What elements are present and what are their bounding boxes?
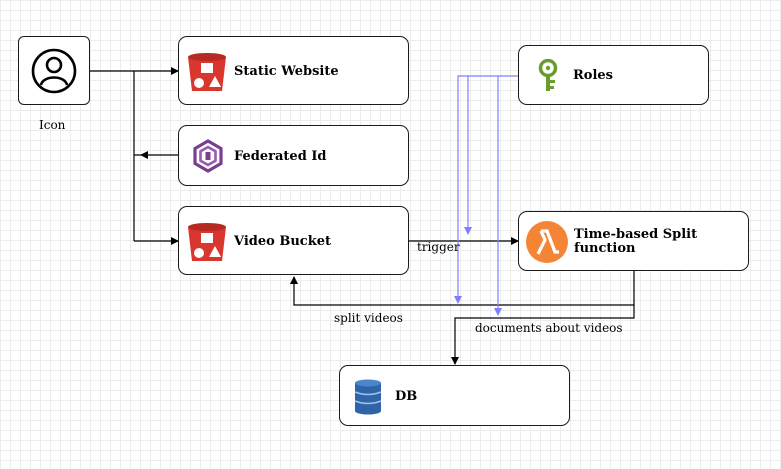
edge-roles-db-link-1 bbox=[454, 75, 468, 304]
edge-roles-split-function bbox=[464, 75, 518, 235]
video-bucket-node[interactable]: Video Bucket bbox=[178, 206, 409, 275]
edge-split-videos bbox=[290, 271, 635, 306]
federated-id-node[interactable]: Federated Id bbox=[178, 125, 409, 186]
video-bucket-label: Video Bucket bbox=[234, 234, 331, 249]
user-label: Icon bbox=[39, 118, 66, 132]
cognito-icon bbox=[193, 139, 223, 173]
lambda-icon bbox=[526, 221, 568, 263]
dynamodb-icon bbox=[354, 379, 382, 415]
s3-bucket-icon bbox=[188, 223, 226, 261]
static-website-node[interactable]: Static Website bbox=[178, 36, 409, 105]
user-node[interactable] bbox=[18, 36, 90, 105]
split-function-node[interactable]: Time-based Split function bbox=[518, 211, 749, 271]
s3-bucket-icon bbox=[188, 53, 226, 91]
split-videos-edge-label: split videos bbox=[334, 311, 403, 325]
db-label: DB bbox=[395, 389, 418, 404]
split-function-label-line1: Time-based Split bbox=[574, 227, 698, 242]
roles-label: Roles bbox=[573, 68, 614, 83]
db-node[interactable]: DB bbox=[339, 365, 570, 426]
user-icon bbox=[31, 48, 77, 94]
edge-documents bbox=[451, 305, 635, 365]
edge-user-federated-id bbox=[133, 71, 141, 241]
documents-edge-label: documents about videos bbox=[475, 321, 623, 335]
iam-key-icon bbox=[538, 59, 558, 91]
trigger-edge-label: trigger bbox=[417, 240, 460, 254]
roles-node[interactable]: Roles bbox=[518, 45, 709, 105]
static-website-label: Static Website bbox=[234, 64, 339, 79]
federated-id-label: Federated Id bbox=[234, 149, 327, 164]
split-function-label-line2: function bbox=[574, 241, 636, 256]
